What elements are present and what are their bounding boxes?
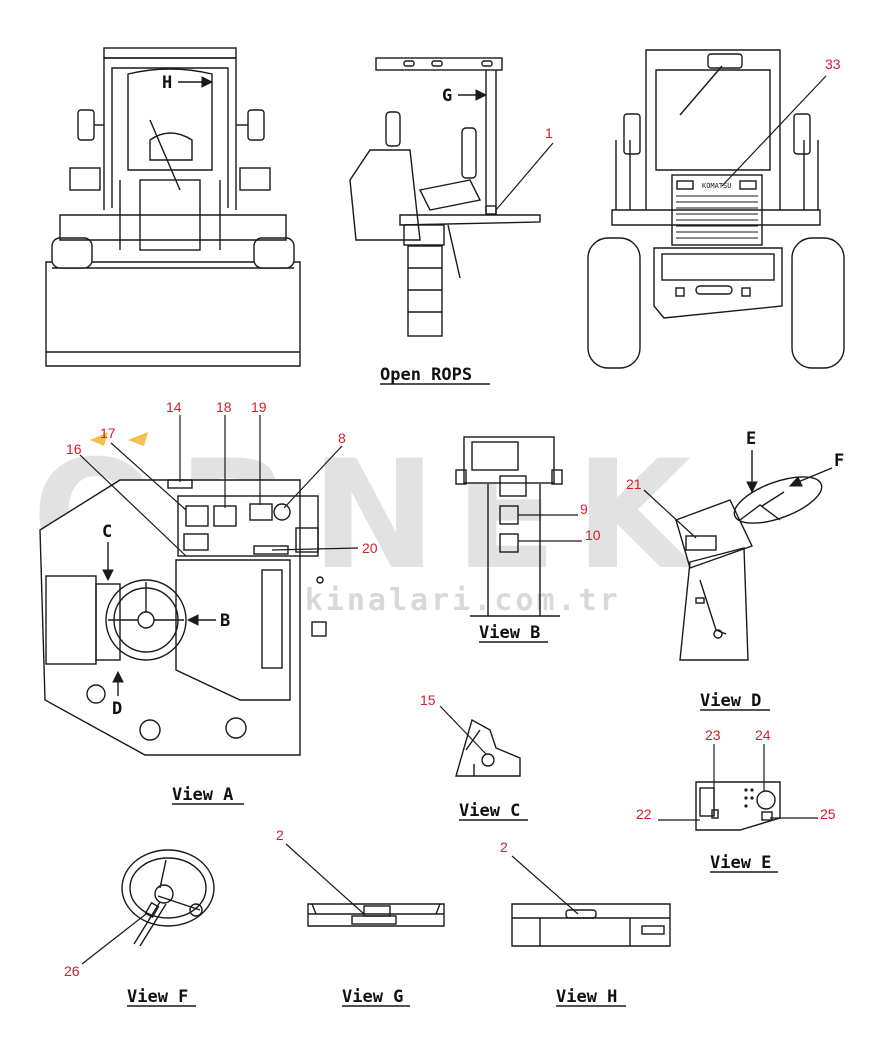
caption-open-rops: Open ROPS (380, 365, 472, 385)
view-letter-e: E (746, 429, 756, 449)
callout-23: 23 (705, 727, 721, 743)
view-letter-b: B (220, 611, 230, 631)
callout-18: 18 (216, 399, 232, 415)
callout-21: 21 (626, 476, 642, 492)
view-h-drawing (511, 903, 671, 947)
view-a-drawing: C B D (39, 479, 327, 756)
caption-view-a: View A (172, 785, 233, 805)
callout-19: 19 (251, 399, 267, 415)
rear-view-loader: KOMATSU (587, 49, 845, 369)
callout-14: 14 (166, 399, 182, 415)
callout-17: 17 (100, 425, 116, 441)
view-letter-g: G (442, 86, 452, 106)
callout-9: 9 (580, 501, 588, 517)
leader-lines (79, 75, 827, 965)
watermark-accent-left (90, 432, 108, 446)
caption-view-b: View B (479, 623, 540, 643)
callout-2-view-h: 2 (500, 839, 508, 855)
view-b-drawing (455, 436, 563, 617)
caption-view-g: View G (342, 987, 403, 1007)
callout-24: 24 (755, 727, 771, 743)
open-rops-view: G (349, 57, 541, 337)
view-d-drawing: E F (675, 429, 844, 661)
caption-view-f: View F (127, 987, 188, 1007)
callout-numbers: 1 2 2 8 9 10 14 15 16 17 18 19 20 21 22 … (64, 56, 841, 979)
view-c-drawing (455, 718, 521, 777)
callout-22: 22 (636, 806, 652, 822)
view-captions: Open ROPS View A View B View C View D Vi… (127, 365, 778, 1007)
front-view-loader: H (45, 47, 301, 367)
view-e-drawing (695, 781, 781, 831)
caption-view-c: View C (459, 801, 520, 821)
callout-33: 33 (825, 56, 841, 72)
view-f-drawing (121, 849, 215, 947)
view-letter-d: D (112, 699, 122, 719)
caption-view-h: View H (556, 987, 617, 1007)
callout-25: 25 (820, 806, 836, 822)
callout-26: 26 (64, 963, 80, 979)
caption-view-e: View E (710, 853, 771, 873)
callout-2-view-g: 2 (276, 827, 284, 843)
view-letter-c: C (102, 522, 112, 542)
callout-20: 20 (362, 540, 378, 556)
callout-8: 8 (338, 430, 346, 446)
callout-16: 16 (66, 441, 82, 457)
grille-badge: KOMATSU (702, 182, 732, 190)
view-g-drawing (307, 903, 445, 927)
view-letter-h: H (162, 73, 172, 93)
callout-1: 1 (545, 125, 553, 141)
view-letter-f: F (834, 451, 844, 471)
callout-10: 10 (585, 527, 601, 543)
caption-view-d: View D (700, 691, 761, 711)
callout-15: 15 (420, 692, 436, 708)
watermark-accent-right (128, 432, 148, 446)
